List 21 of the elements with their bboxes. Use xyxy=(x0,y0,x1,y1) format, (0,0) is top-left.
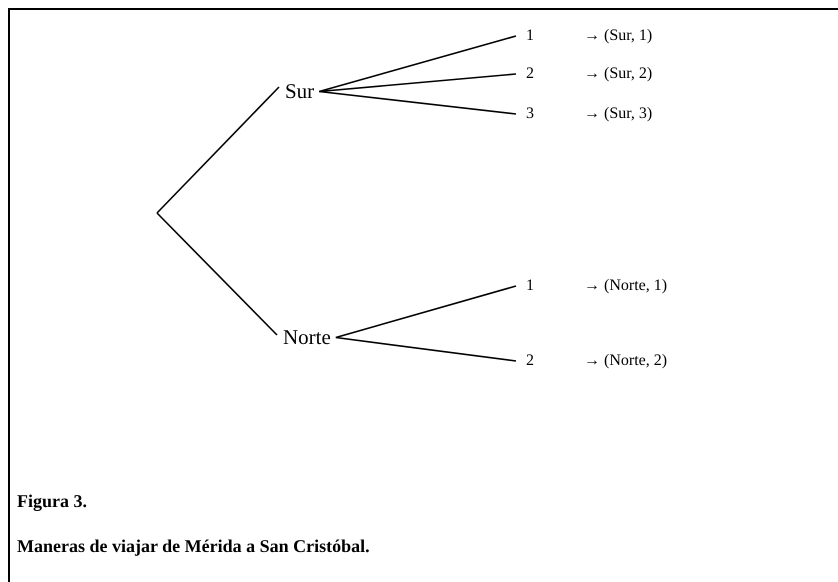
node-label: 3 xyxy=(526,106,534,122)
node-label: 2 xyxy=(526,66,534,82)
node-label: 2 xyxy=(526,353,534,369)
outcome-label: → (Norte, 1) xyxy=(584,278,668,294)
outcome-label: → (Sur, 1) xyxy=(584,28,652,44)
outcome-label: → (Sur, 3) xyxy=(584,106,652,122)
node-label: Norte xyxy=(283,327,331,348)
tree-branch xyxy=(156,86,280,214)
figure-caption: Maneras de viajar de Mérida a San Cristóbal. xyxy=(17,537,370,555)
tree-branch xyxy=(336,285,516,338)
figure-title: Figura 3. xyxy=(17,492,87,510)
node-label: 1 xyxy=(526,278,534,294)
outcome-label: → (Norte, 2) xyxy=(584,353,668,369)
tree-branch xyxy=(156,212,278,336)
tree-branch xyxy=(318,35,516,92)
tree-branch xyxy=(336,336,516,362)
outcome-label: → (Sur, 2) xyxy=(584,66,652,82)
tree-branch xyxy=(319,73,516,92)
node-label: Sur xyxy=(285,81,314,102)
node-label: 1 xyxy=(526,28,534,44)
tree-branch xyxy=(319,90,516,115)
